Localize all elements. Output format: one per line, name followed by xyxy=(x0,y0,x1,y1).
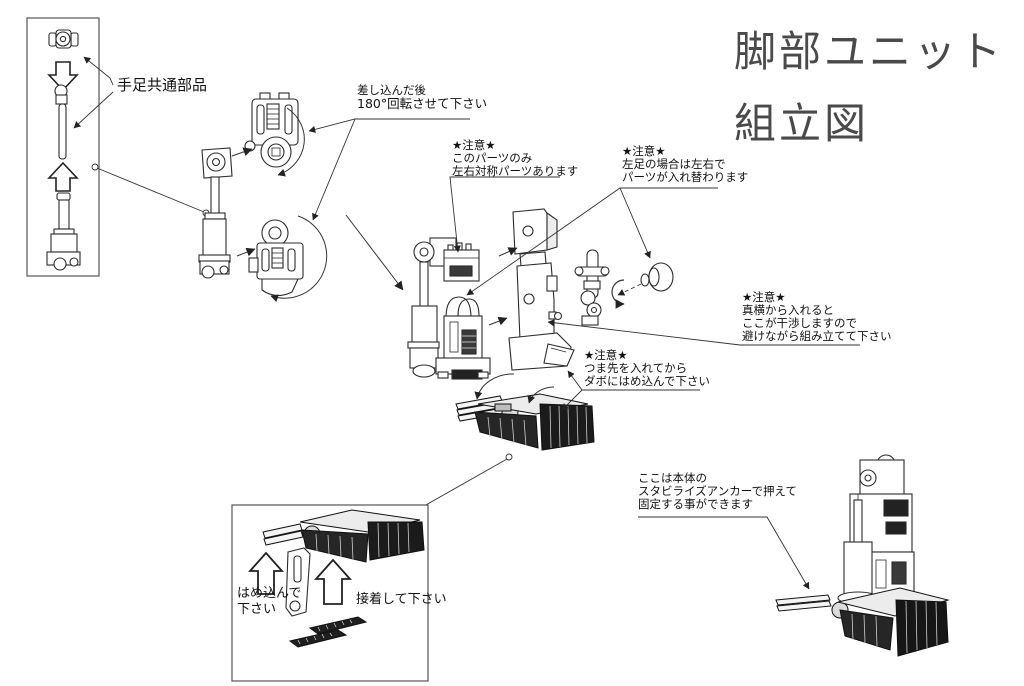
caution-interference-note: ★注意★ 真横から入れると ここが干渉しますので 避けながら組み立てて下さい xyxy=(742,290,892,343)
annotation-leaders xyxy=(308,118,860,590)
rotate-note-line2: 180°回転させて下さい xyxy=(357,96,488,111)
caution-header: ★注意★ xyxy=(452,138,496,152)
sole-foot-assembly xyxy=(262,509,425,563)
piston-part xyxy=(198,147,233,279)
rotate-arrow-foot-mid xyxy=(527,386,555,404)
shin-arrow-upper xyxy=(498,247,518,257)
caution-left-foot-note: ★注意★ 左足の場合は左右で パーツが入れ替わります xyxy=(622,144,749,184)
glue-up-arrow xyxy=(313,558,353,605)
shin-armor-part xyxy=(508,208,575,371)
rod-part xyxy=(54,84,68,160)
insert-down-arrow xyxy=(47,61,79,92)
common-parts-leaders xyxy=(73,56,114,129)
caution-header: ★注意★ xyxy=(584,348,628,362)
finished-leg-foot xyxy=(775,587,950,657)
finished-leg-unit xyxy=(837,454,915,605)
rotate-note: 差し込んだ後 180°回転させて下さい xyxy=(357,83,488,111)
caution-header: ★注意★ xyxy=(742,290,786,304)
page-title-line1: 脚部ユニット xyxy=(734,27,1005,76)
rotate-arrow-foot-left xyxy=(474,373,515,400)
page-title: 脚部ユニット 組立図 xyxy=(734,16,1024,160)
knee-joint-lower xyxy=(248,219,304,297)
stabilizer-note: ここは本体の スタビライズアンカーで押えて 固定する事ができます xyxy=(638,471,797,511)
sole-lever-part xyxy=(285,547,311,617)
insert-arrow-upper xyxy=(231,147,253,157)
fit-label: はめ込んで 下さい xyxy=(237,586,302,617)
ball-joint-part xyxy=(48,29,79,49)
leg-assembly xyxy=(407,237,491,380)
assembly-arrow xyxy=(345,214,404,291)
rotate-arrow-lower xyxy=(270,215,328,303)
legend-link-leader xyxy=(91,163,210,217)
tread-strip-parts xyxy=(288,616,368,648)
common-parts-label: 手足共通部品 xyxy=(117,76,208,94)
glue-label: 接着して下さい xyxy=(356,592,447,607)
rotate-note-line1: 差し込んだ後 xyxy=(357,83,426,97)
rotate-arrow-upper xyxy=(277,107,305,177)
caution-toe-note: ★注意★ つま先を入れてから ダボにはめ込んで下さい xyxy=(584,348,710,388)
cap-dashed-leader xyxy=(617,283,642,296)
shin-arrow-lower xyxy=(488,316,508,326)
page-title-line2: 組立図 xyxy=(734,99,870,148)
claw-bracket-part xyxy=(443,242,480,282)
foot-assembly xyxy=(455,393,595,451)
cap-part xyxy=(640,262,674,292)
knee-joint-upper xyxy=(244,92,299,168)
insert-arrow-lower xyxy=(236,247,256,257)
rotate-arrow-cap xyxy=(611,279,625,309)
caution-symmetric-note: ★注意★ このパーツのみ 左右対称パーツあります xyxy=(452,138,579,178)
caution-header: ★注意★ xyxy=(622,144,666,158)
side-joint-part xyxy=(574,249,610,326)
piston-part-legend xyxy=(46,192,81,271)
insert-up-arrow xyxy=(47,161,79,192)
fit-up-arrow xyxy=(247,551,285,595)
